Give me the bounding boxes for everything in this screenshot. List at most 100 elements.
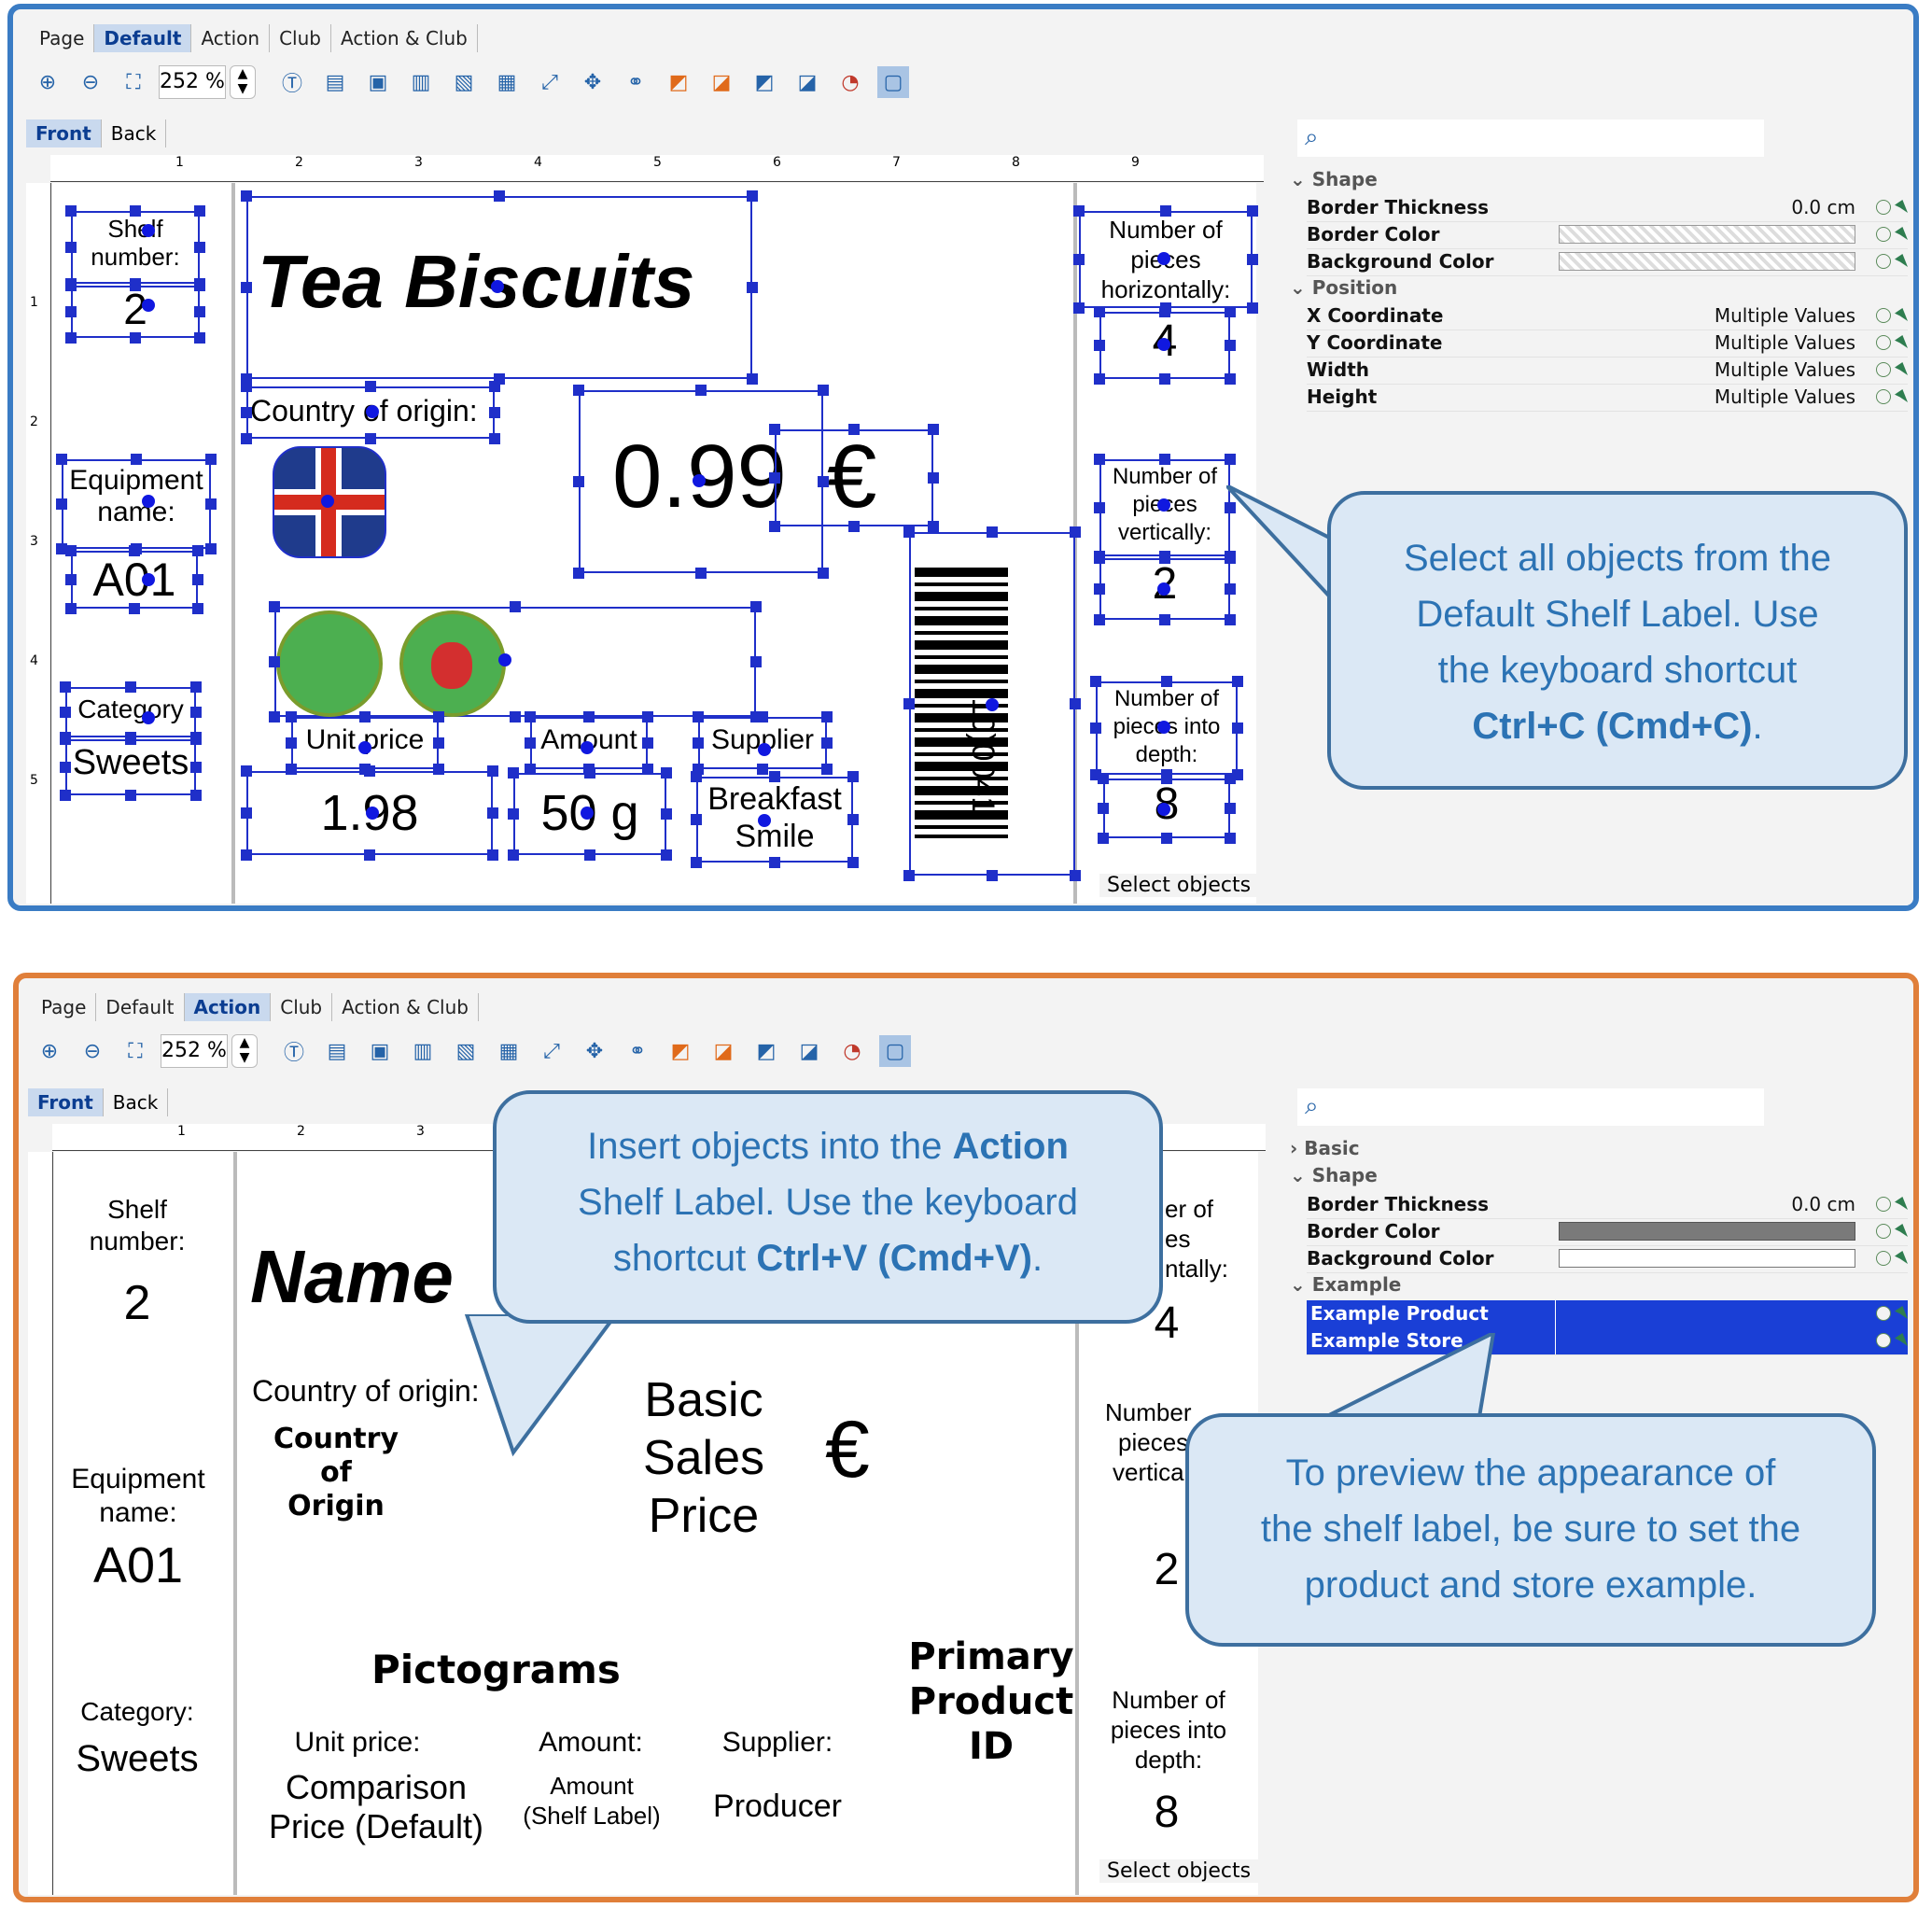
resize-handle[interactable] — [65, 574, 77, 585]
resize-handle[interactable] — [194, 242, 205, 253]
resize-handle[interactable] — [1161, 773, 1172, 784]
prop-border-color[interactable]: Border Color — [1307, 1218, 1908, 1246]
resize-handle[interactable] — [903, 870, 915, 881]
resize-handle[interactable] — [1159, 373, 1170, 385]
resize-handle[interactable] — [584, 767, 595, 779]
resize-handle[interactable] — [60, 790, 71, 801]
resize-handle[interactable] — [286, 737, 297, 749]
resize-handle[interactable] — [487, 807, 498, 819]
resize-handle[interactable] — [487, 849, 498, 861]
tab-page[interactable]: Page — [32, 993, 97, 1021]
zoom-in-icon[interactable]: ⊕ — [40, 1039, 59, 1063]
line-tool-icon[interactable]: ⤢ — [543, 1039, 560, 1063]
pick-icon[interactable] — [1895, 362, 1908, 375]
resize-handle[interactable] — [661, 767, 672, 779]
resize-handle[interactable] — [928, 521, 939, 532]
resize-handle[interactable] — [1247, 254, 1258, 265]
zoom-out-icon[interactable]: ⊖ — [83, 1039, 102, 1063]
prop-example-product[interactable]: Example Product — [1307, 1300, 1908, 1328]
resize-handle[interactable] — [365, 381, 376, 392]
resize-handle[interactable] — [508, 767, 519, 779]
border-color-swatch[interactable] — [1559, 1222, 1855, 1241]
resize-handle[interactable] — [1159, 306, 1170, 317]
tab-default[interactable]: Default — [94, 24, 192, 52]
resize-handle[interactable] — [818, 568, 829, 579]
resize-handle[interactable] — [848, 521, 860, 532]
resize-handle[interactable] — [769, 857, 780, 868]
barcode-tool-icon[interactable]: ▥ — [411, 70, 431, 94]
resize-handle[interactable] — [818, 476, 829, 487]
pick-icon[interactable] — [1895, 1197, 1908, 1210]
resize-handle[interactable] — [65, 205, 77, 217]
resize-handle[interactable] — [573, 476, 584, 487]
border-color-swatch[interactable] — [1559, 225, 1855, 244]
resize-handle[interactable] — [241, 282, 252, 293]
prop-background-color[interactable]: Background Color — [1307, 248, 1908, 276]
resize-handle[interactable] — [241, 190, 252, 202]
resize-handle[interactable] — [192, 545, 203, 556]
group-icon[interactable]: ⚭ — [628, 1039, 647, 1063]
resize-handle[interactable] — [661, 808, 672, 820]
resize-handle[interactable] — [1225, 583, 1236, 595]
resize-handle[interactable] — [1232, 723, 1243, 734]
resize-handle[interactable] — [433, 711, 444, 723]
resize-handle[interactable] — [1094, 583, 1105, 595]
resize-handle[interactable] — [1094, 553, 1105, 564]
resize-handle[interactable] — [1161, 676, 1172, 687]
select-objects-button[interactable]: Select objects — [1099, 874, 1259, 897]
union-jack-flag[interactable] — [273, 446, 386, 558]
resize-handle[interactable] — [286, 711, 297, 723]
tab-default[interactable]: Default — [96, 993, 185, 1021]
send-back-icon[interactable]: ◪ — [711, 70, 732, 94]
resize-handle[interactable] — [769, 771, 780, 782]
resize-handle[interactable] — [1090, 676, 1101, 687]
horizontal-count-label[interactable]: Number of pieces horizontally: — [1100, 216, 1231, 303]
resize-handle[interactable] — [987, 526, 998, 538]
prop-width[interactable]: Width Multiple Values — [1307, 357, 1908, 385]
tab-action[interactable]: Action — [191, 24, 271, 52]
resize-handle[interactable] — [1161, 833, 1172, 844]
resize-handle[interactable] — [508, 808, 519, 820]
line-tool-icon[interactable]: ⤢ — [541, 70, 558, 94]
reset-icon[interactable] — [1876, 1224, 1891, 1239]
move-tool-icon[interactable]: ✥ — [583, 70, 602, 94]
resize-handle[interactable] — [1225, 340, 1236, 351]
prop-border-thickness[interactable]: Border Thickness 0.0 cm — [1307, 1191, 1908, 1219]
resize-handle[interactable] — [194, 306, 205, 317]
resize-handle[interactable] — [750, 601, 762, 612]
resize-handle[interactable] — [190, 707, 202, 718]
group-position[interactable]: ⌄ Position — [1290, 276, 1398, 299]
resize-handle[interactable] — [65, 306, 77, 317]
prop-border-thickness[interactable]: Border Thickness 0.0 cm — [1307, 194, 1908, 222]
prop-x-coordinate[interactable]: X Coordinate Multiple Values — [1307, 302, 1908, 330]
resize-handle[interactable] — [1225, 553, 1236, 564]
resize-handle[interactable] — [903, 526, 915, 538]
resize-handle[interactable] — [848, 424, 860, 435]
tab-club[interactable]: Club — [270, 24, 331, 52]
reset-icon[interactable] — [1876, 1333, 1891, 1348]
resize-handle[interactable] — [190, 790, 202, 801]
pick-icon[interactable] — [1895, 335, 1908, 348]
resize-handle[interactable] — [691, 814, 702, 825]
vertical-count-label[interactable]: Number of pieces vertically: — [1112, 464, 1218, 545]
resize-handle[interactable] — [1098, 833, 1109, 844]
reset-icon[interactable] — [1876, 254, 1891, 269]
resize-handle[interactable] — [757, 711, 768, 723]
resize-handle[interactable] — [1073, 302, 1085, 314]
zoom-out-icon[interactable]: ⊖ — [81, 70, 100, 94]
bring-forward-icon[interactable]: ◩ — [754, 70, 775, 94]
barcode-tool-icon[interactable]: ▥ — [413, 1039, 433, 1063]
resize-handle[interactable] — [130, 332, 141, 344]
image-tool-icon[interactable]: ▣ — [370, 1039, 390, 1063]
resize-handle[interactable] — [583, 711, 595, 723]
resize-handle[interactable] — [60, 681, 71, 693]
resize-handle[interactable] — [847, 857, 859, 868]
resize-handle[interactable] — [1225, 502, 1236, 513]
resize-handle[interactable] — [365, 433, 376, 444]
group-basic[interactable]: › Basic — [1290, 1137, 1360, 1159]
resize-handle[interactable] — [241, 765, 252, 777]
resize-handle[interactable] — [65, 545, 77, 556]
resize-handle[interactable] — [1094, 502, 1105, 513]
resize-handle[interactable] — [642, 764, 653, 775]
select-mode-icon[interactable]: ▢ — [877, 66, 909, 98]
